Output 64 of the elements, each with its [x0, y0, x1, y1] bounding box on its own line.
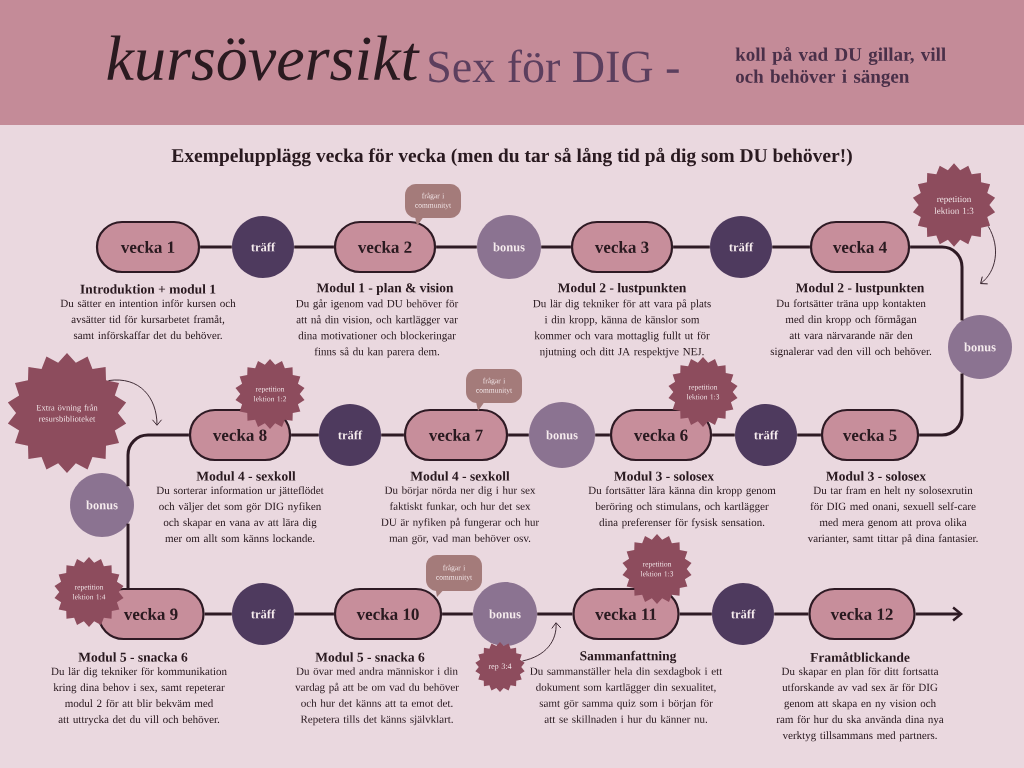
module-heading: Modul 5 - snacka 6 — [78, 652, 188, 662]
module-heading: Modul 5 - snacka 6 — [315, 652, 425, 662]
week-pill: vecka 12 — [808, 587, 916, 641]
module-description: Du sätter en intention inför kursen och avsätter tid för kursarbetet framåt, samt införskaffar det du behöver. — [60, 299, 236, 340]
module-heading: Modul 2 - lustpunkten — [795, 282, 925, 296]
title: kursöversikt — [107, 35, 420, 81]
module-description: Du fortsätter lära känna din kropp genom beröring och stimulans, och kartlägger dina preferenser för fysisk sensation. — [588, 486, 776, 529]
connector-line — [910, 245, 964, 321]
heading-text: Sex för DIG - — [429, 49, 679, 83]
module-description: Du lär dig tekniker för att vara på plats i din kropp, känna de känslor som kommer och vara mottaglig fullt ut för njutning och ditt JA respektjve NEJ. — [533, 299, 711, 358]
connector-line — [673, 245, 710, 249]
starburst-badge: repetition lektion 1:3 — [912, 163, 996, 247]
curved-arrow — [521, 622, 562, 662]
connector-line — [541, 245, 571, 249]
week-pill: vecka 1 — [95, 220, 201, 274]
connector-line — [537, 612, 573, 616]
module-description: Du sorterar information ur jätteflödet och väljer det som gör DIG nyfiken och skapar en vana av att lära dig mer om allt som känns lockande. — [156, 486, 324, 543]
module-heading: Modul 3 - solosex — [614, 471, 714, 481]
connector-line — [381, 433, 404, 437]
module-heading: Framåtblickande — [810, 652, 910, 662]
starburst-badge: rep 3:4 — [475, 641, 525, 693]
module-description: Du övar med andra människor i din vardag på att be om vad du behöver och hur det känns att ta emot det. Repetera tills det känns självklart. — [295, 667, 459, 726]
module-heading: Introduktion + modul 1 — [80, 284, 216, 294]
week-pill: vecka 4 — [809, 220, 911, 274]
week-pill: vecka 2 — [333, 220, 437, 274]
module-description: Du fortsätter träna upp kontakten med din kropp och förmågan att vara närvarande när den signalerar vad den vill och behöver. — [770, 299, 932, 358]
connector-line — [294, 245, 334, 249]
module-description: Du börjar nörda ner dig i hur sex faktiskt funkar, och hur det sex DU är nyfiken på fungerar och hur man gör, vad man behöver osv. — [381, 486, 539, 545]
module-heading: Modul 1 - plan & vision — [316, 282, 454, 296]
connector-line — [679, 612, 712, 616]
connector-line — [712, 433, 735, 437]
module-heading: Modul 4 - sexkoll — [410, 471, 510, 481]
connector-line — [294, 612, 334, 616]
connector-line — [126, 523, 130, 589]
connector-line — [919, 373, 964, 437]
week-pill: vecka 7 — [403, 408, 509, 462]
module-description: Du går igenom vad DU behöver för att nå din vision, och kartlägger var dina motivationer och blockeringar finns så du kan parera dem. — [296, 299, 459, 358]
connector-line — [772, 245, 810, 249]
curved-arrow — [108, 379, 162, 426]
week-pill: vecka 10 — [333, 587, 443, 641]
connector-line — [595, 433, 610, 437]
module-heading: Sammanfattning — [580, 650, 677, 664]
tagline: koll på vad DU gillar, vill och behöver i sängen — [735, 47, 946, 87]
connector-line — [442, 612, 473, 616]
connector-line — [774, 612, 809, 616]
module-description: Du lär dig tekniker för kommunikation kring dina behov i sex, samt repeterar modul 2 för att blir bekväm med att uttrycka det du vill och behöver. — [51, 667, 227, 726]
connector-line — [436, 245, 477, 249]
module-description: Du tar fram en helt ny solosexrutin för DIG med onani, sexuell self-care med mera genom att prova olika varianter, samt tittar på dina fantasier. — [807, 486, 978, 545]
module-heading: Modul 3 - solosex — [826, 471, 926, 481]
connector-line — [291, 433, 319, 437]
connector-line — [126, 433, 189, 487]
starburst-badge: Extra övning från resursbiblioteket — [7, 352, 127, 474]
connector-line — [204, 612, 232, 616]
module-heading: Modul 4 - sexkoll — [196, 471, 296, 481]
arrow — [915, 606, 963, 622]
curved-arrow — [980, 226, 996, 285]
connector-line — [508, 433, 529, 437]
module-description: Du sammanställer hela din sexdagbok i ett dokument som kartlägger din sexualitet, samt gör samma quiz som i början för att se skillnaden i hur du känner nu. — [530, 667, 723, 723]
module-heading: Modul 2 - lustpunkten — [557, 282, 687, 296]
connector-line — [200, 245, 232, 249]
module-description: Du skapar en plan för ditt fortsatta utforskande av vad sex är för DIG genom att skapa en ny vision och ram för hur du ska använda dina nya verktyg tillsammans med partners. — [776, 667, 944, 742]
week-pill: vecka 3 — [570, 220, 674, 274]
connector-line — [797, 433, 821, 437]
subtitle: Exempelupplägg vecka för vecka (men du tar så lång tid på dig som DU behöver!) — [171, 147, 852, 167]
